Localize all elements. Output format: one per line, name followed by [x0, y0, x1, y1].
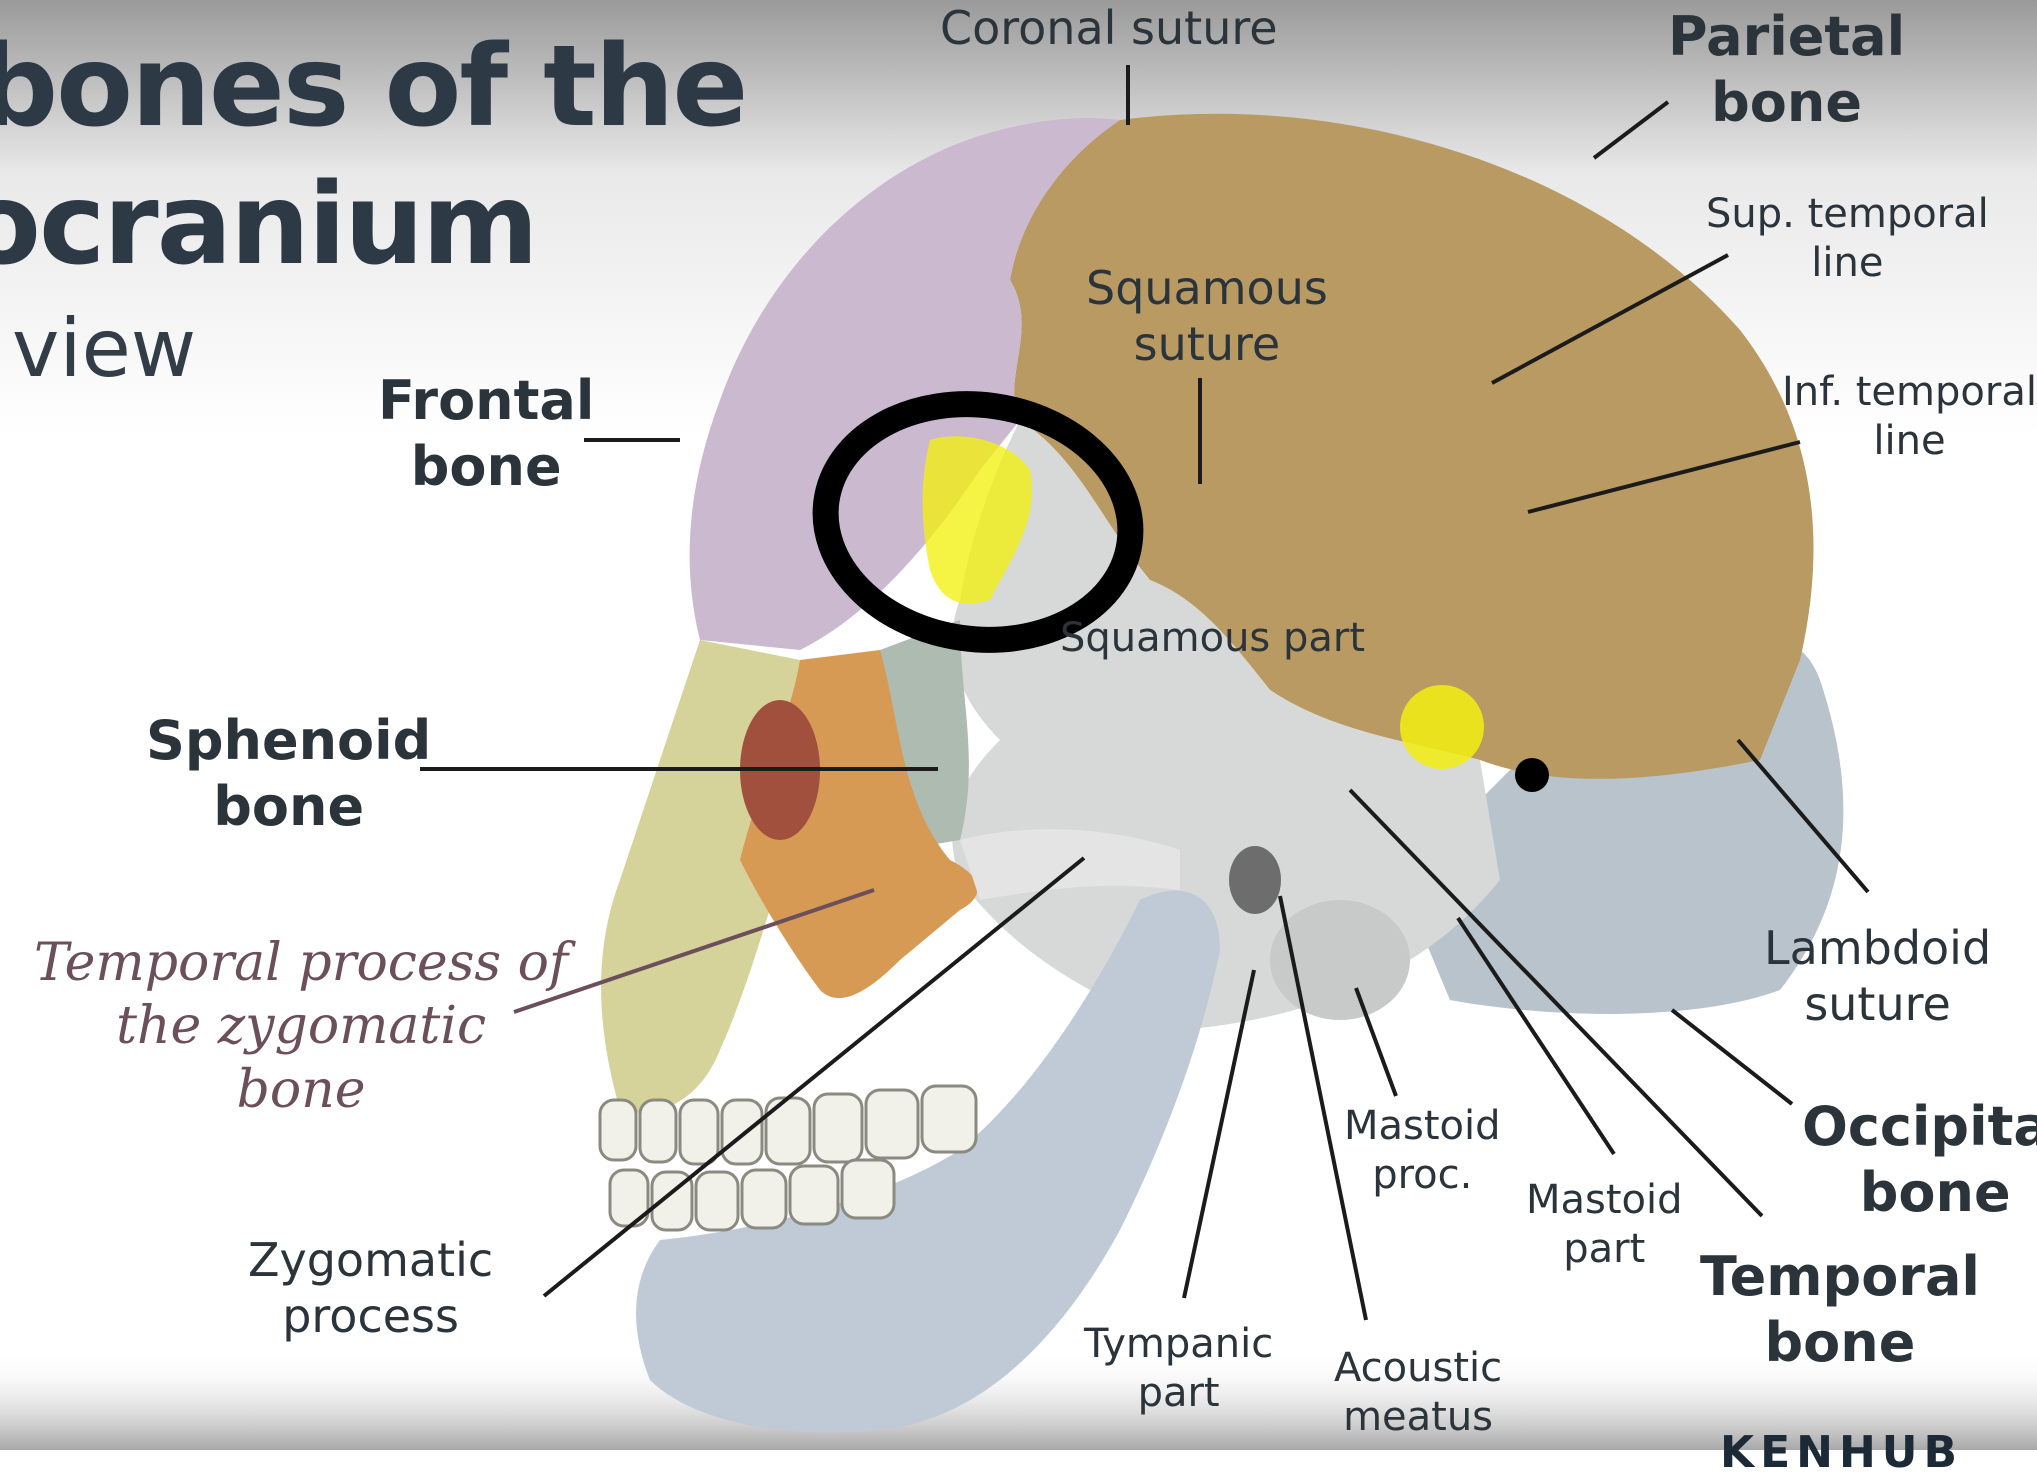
- label-tympanic-part: Tympanic part: [1084, 1321, 1274, 1416]
- bottom-shadow: [0, 1350, 2037, 1450]
- slide-subtitle: view: [12, 302, 197, 395]
- leader-lambdoid: [1736, 738, 1870, 894]
- slide-title-line1: bones of the: [0, 22, 748, 152]
- slide-title-line2: ocranium: [0, 160, 539, 290]
- label-parietal-bone: Parietal bone: [1668, 5, 1906, 134]
- label-temporal-process-zygomatic: Temporal process of the zygomatic bone: [34, 933, 569, 1120]
- label-squamous-part: Squamous part: [1060, 615, 1366, 661]
- label-coronal-suture: Coronal suture: [940, 1, 1278, 55]
- mastoid-region: [1270, 900, 1410, 1020]
- leader-mastoid-proc: [1354, 987, 1398, 1097]
- marker-dot: [1515, 758, 1549, 792]
- skull-illustration: [0, 0, 2037, 1450]
- label-occipital-bone: Occipital bone: [1802, 1095, 2037, 1224]
- mandible-region: [636, 890, 1220, 1433]
- label-mastoid-part: Mastoid part: [1526, 1177, 1683, 1272]
- leader-zygomatic-process: [542, 856, 1086, 1298]
- label-inf-temporal-line: Inf. temporal line: [1782, 369, 2037, 464]
- label-acoustic-meatus: Acoustic meatus: [1334, 1345, 1503, 1440]
- label-sphenoid-bone: Sphenoid bone: [146, 709, 432, 838]
- zygomatic-arch: [960, 829, 1180, 900]
- frontal-bone-region: [689, 118, 1120, 651]
- corner-logo: KENHUB: [1720, 1427, 1964, 1478]
- leader-tympanic: [1182, 969, 1256, 1299]
- leader-inf-temporal: [1527, 440, 1801, 514]
- hand-drawn-circle: [812, 391, 1144, 653]
- leader-occipital: [1670, 1008, 1794, 1106]
- pterion-highlight: [922, 436, 1032, 604]
- leader-temporal-bone: [1348, 788, 1764, 1218]
- leader-sup-temporal: [1491, 253, 1729, 385]
- label-mastoid-proc: Mastoid proc.: [1344, 1103, 1501, 1198]
- label-lambdoid-suture: Lambdoid suture: [1764, 921, 1992, 1032]
- label-temporal-bone: Temporal bone: [1700, 1245, 1980, 1374]
- asterion-highlight-dot: [1400, 685, 1484, 769]
- acoustic-meatus-opening: [1229, 846, 1281, 914]
- leader-parietal: [1592, 100, 1670, 160]
- leader-mastoid-part: [1456, 916, 1616, 1156]
- label-squamous-suture: Squamous suture: [1086, 261, 1328, 372]
- leader-lines: [420, 65, 1870, 1321]
- leader-temporal-process: [513, 888, 875, 1014]
- teeth: [598, 1084, 978, 1232]
- parietal-bone-region: [1010, 113, 1814, 779]
- leader-acoustic: [1278, 895, 1368, 1321]
- label-zygomatic-process: Zygomatic process: [248, 1233, 494, 1344]
- label-frontal-bone: Frontal bone: [378, 369, 595, 498]
- label-sup-temporal-line: Sup. temporal line: [1706, 191, 1989, 286]
